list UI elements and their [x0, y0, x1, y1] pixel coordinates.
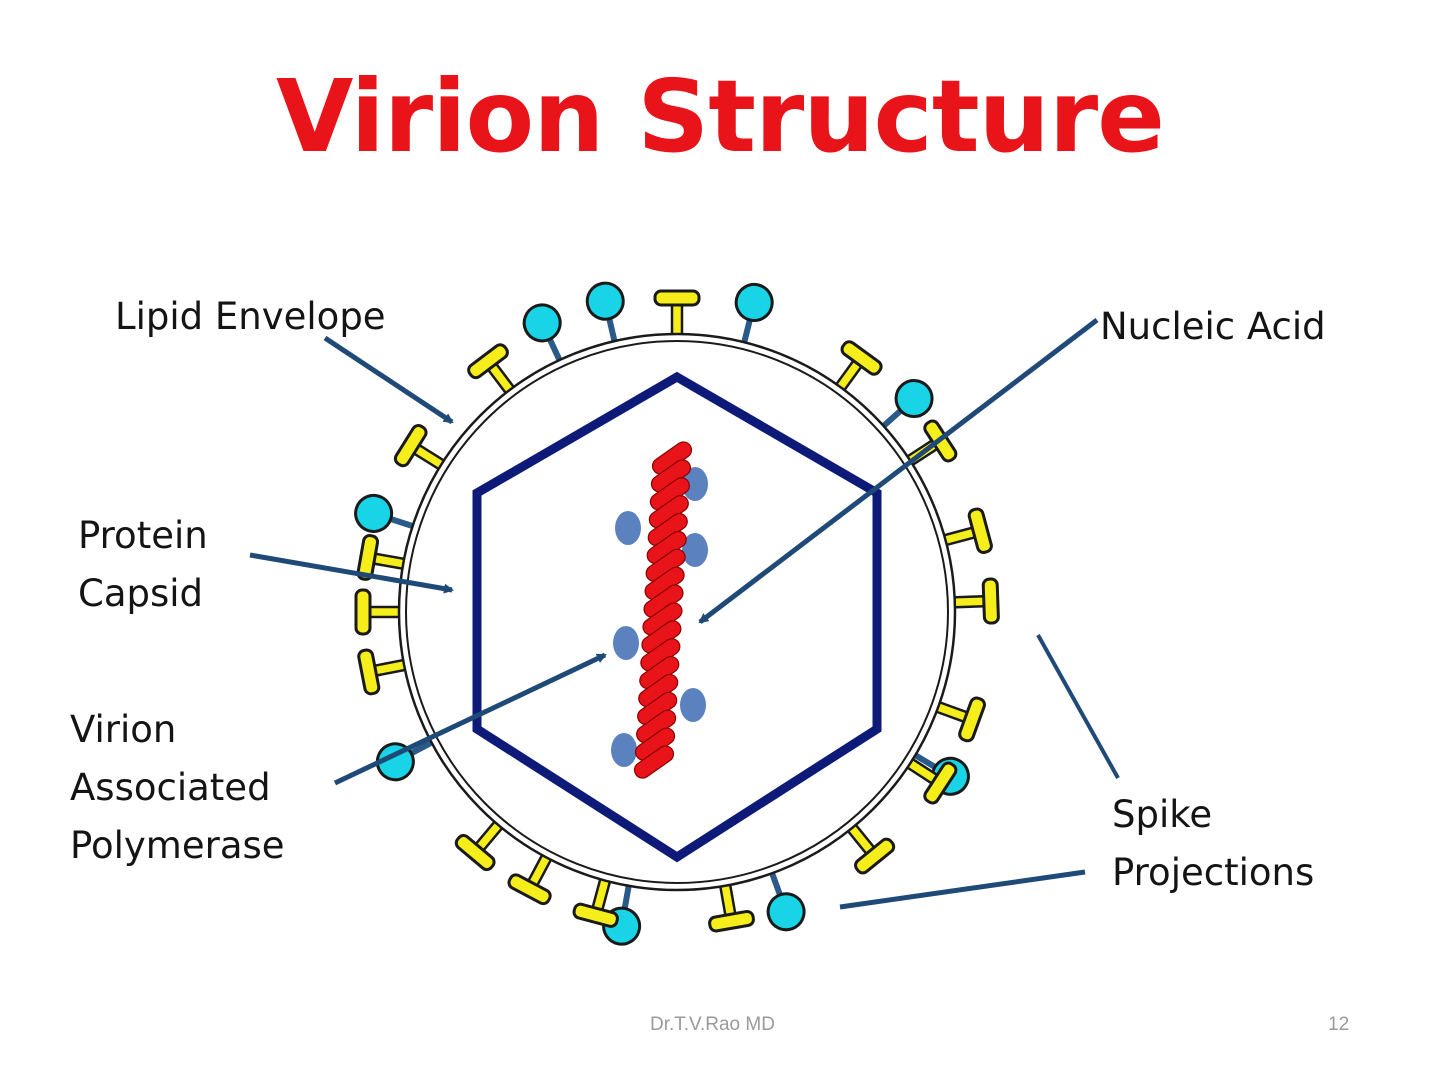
polymerase-dot — [611, 733, 637, 767]
pointer-spike-lower — [839, 869, 1086, 910]
label-lipid-envelope: Lipid Envelope — [115, 295, 386, 338]
spike-projections-group — [354, 281, 1000, 946]
spike-knob-projection — [522, 303, 563, 363]
label-pointers-group — [249, 318, 1120, 910]
label-protein-capsid-line-1: Protein — [78, 514, 208, 557]
label-nucleic-acid: Nucleic Acid — [1100, 305, 1326, 348]
pointer-polymerase — [333, 652, 607, 786]
polymerase-dot — [682, 467, 708, 501]
footer-author: Dr.T.V.Rao MD — [650, 1014, 775, 1035]
label-spike-line-1: Spike — [1112, 793, 1213, 836]
slide-title: Virion Structure — [276, 58, 1165, 175]
nucleic-acid-helix — [633, 441, 693, 779]
pointer-protein-capsid — [249, 552, 454, 594]
spike-knob-projection — [354, 493, 415, 533]
spike-t-projection — [354, 588, 402, 636]
polymerase-dot — [613, 626, 639, 660]
footer-page-number: 12 — [1328, 1014, 1350, 1035]
label-spike-projections: Spike Projections — [1112, 786, 1314, 902]
spike-t-projection — [454, 819, 505, 872]
spike-t-projection — [708, 882, 755, 933]
spike-t-projection — [904, 756, 958, 805]
spike-knob-projection — [766, 871, 806, 932]
pointer-spike-upper — [1036, 634, 1120, 779]
spike-t-projection — [941, 507, 993, 554]
polymerase-dot — [682, 533, 708, 567]
pointer-nucleic-acid — [698, 318, 1099, 624]
label-protein-capsid-line-2: Capsid — [78, 572, 204, 615]
spike-t-projection — [653, 289, 701, 337]
spike-knob-projection — [585, 281, 625, 343]
spike-knob-projection — [734, 282, 774, 344]
nucleic-acid-segment — [633, 745, 675, 779]
label-protein-capsid: Protein Capsid — [78, 507, 208, 623]
label-polymerase-line-1: Virion — [70, 708, 177, 751]
spike-t-projection — [952, 577, 1000, 625]
label-polymerase-line-3: Polymerase — [70, 824, 285, 867]
polymerase-dot — [615, 511, 641, 545]
label-polymerase-line-2: Associated — [70, 766, 271, 809]
spike-t-projection — [393, 424, 447, 472]
spike-t-projection — [834, 340, 883, 393]
spike-knob-projection — [880, 379, 934, 429]
pointer-lipid-envelope — [323, 335, 454, 425]
spike-t-projection — [845, 822, 896, 875]
polymerase-dots-group — [611, 467, 708, 767]
polymerase-dot — [680, 688, 706, 722]
spike-t-projection — [467, 343, 517, 396]
label-virion-associated-polymerase: Virion Associated Polymerase — [70, 701, 285, 875]
label-spike-line-2: Projections — [1112, 851, 1315, 894]
